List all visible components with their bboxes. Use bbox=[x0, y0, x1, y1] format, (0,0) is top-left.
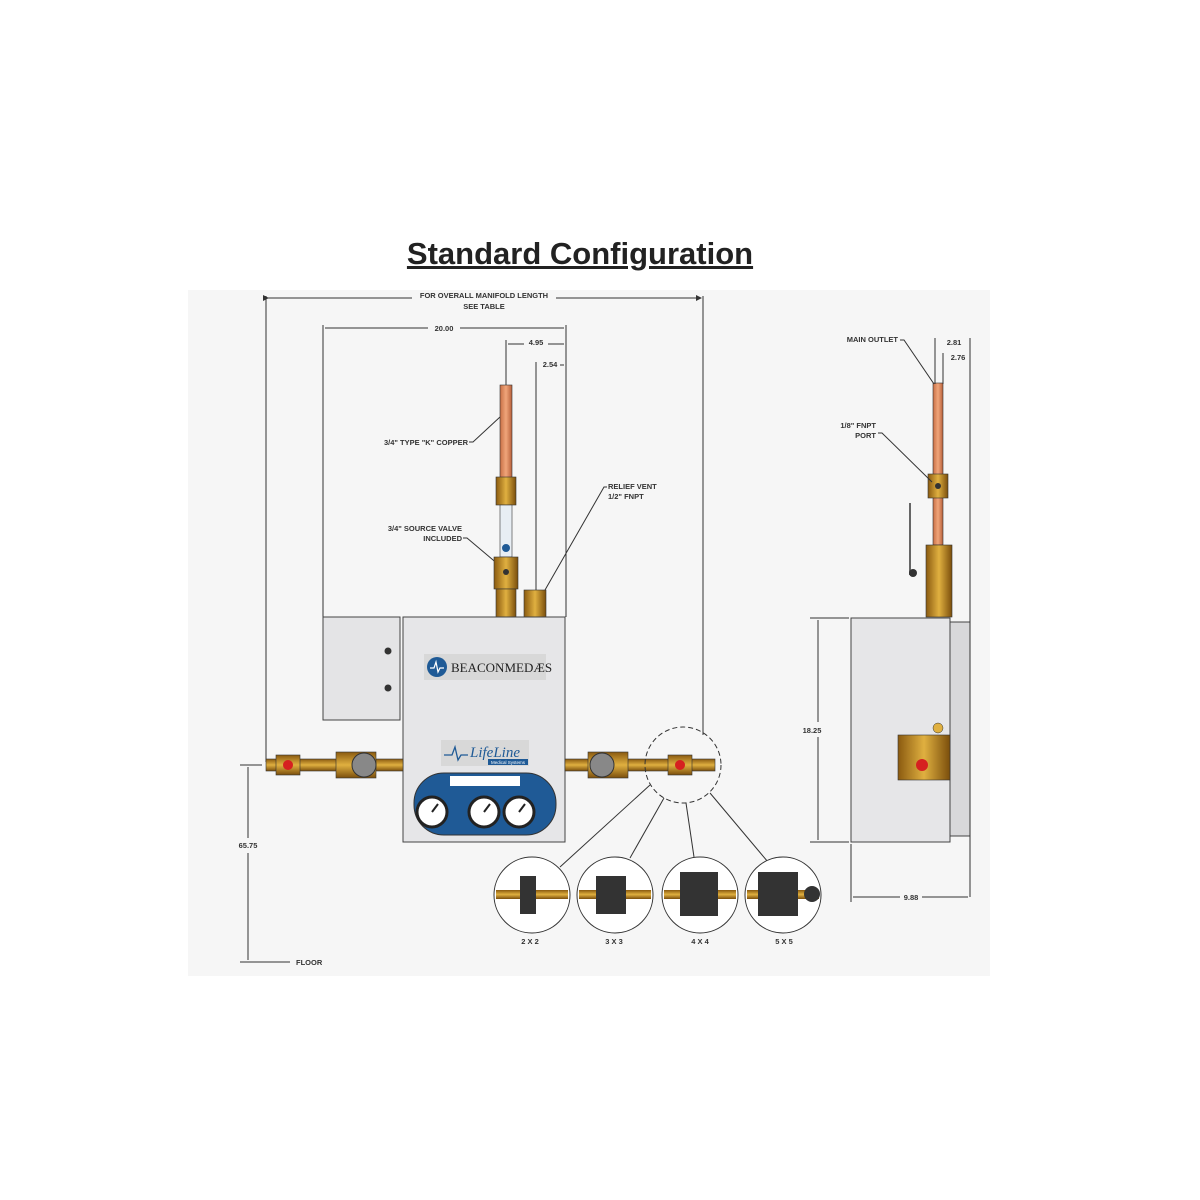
front-callouts: 3/4" TYPE "K" COPPER 3/4" SOURCE VALVE I… bbox=[384, 416, 657, 591]
valve-label: 3/4" SOURCE VALVE bbox=[388, 524, 462, 533]
config-3x3: 3 X 3 bbox=[576, 856, 654, 946]
config-label: 5 X 5 bbox=[775, 937, 793, 946]
side-dim-b: 2.76 bbox=[951, 353, 966, 362]
shutoff-handle-left bbox=[351, 752, 377, 778]
port-label: PORT bbox=[855, 431, 876, 440]
floor-dimension: 65.75 FLOOR bbox=[239, 764, 323, 967]
config-2x2: 2 X 2 bbox=[493, 856, 571, 946]
side-depth-dim: 9.88 bbox=[904, 893, 919, 902]
side-valve bbox=[925, 544, 953, 618]
main-outlet-label: MAIN OUTLET bbox=[847, 335, 899, 344]
brass-coupling bbox=[495, 476, 517, 506]
config-label: 2 X 2 bbox=[521, 937, 539, 946]
copper-pipe bbox=[499, 384, 513, 481]
detail-circle bbox=[644, 726, 722, 804]
config-label: 4 X 4 bbox=[691, 937, 709, 946]
config-4x4: 4 X 4 bbox=[661, 856, 739, 946]
side-dim-a: 2.81 bbox=[947, 338, 962, 347]
height-dim: 65.75 bbox=[239, 841, 258, 850]
side-view: MAIN OUTLET 1/8" FNPT PORT 2.81 2.76 18.… bbox=[803, 335, 971, 902]
overall-length-label: FOR OVERALL MANIFOLD LENGTH bbox=[420, 291, 548, 300]
dim-outlet-offset: 4.95 bbox=[529, 338, 544, 347]
source-riser bbox=[493, 384, 547, 618]
copper-label: 3/4" TYPE "K" COPPER bbox=[384, 438, 469, 447]
front-cabinet: BEACONMEDÆS LifeLine Medical Systems bbox=[322, 616, 566, 843]
shutoff-handle-right bbox=[589, 752, 615, 778]
relief-vent-label: RELIEF VENT bbox=[608, 482, 657, 491]
config-5x5: 5 X 5 bbox=[744, 856, 822, 946]
see-table-label: SEE TABLE bbox=[463, 302, 505, 311]
alarm-box bbox=[322, 616, 401, 721]
configuration-details: 2 X 2 3 X 3 4 X 4 5 X 5 bbox=[493, 784, 822, 946]
side-height-dim: 18.25 bbox=[803, 726, 822, 735]
check-valve-right bbox=[675, 760, 685, 770]
valve-included-label: INCLUDED bbox=[423, 534, 462, 543]
check-valve-left bbox=[283, 760, 293, 770]
relief-fnpt-label: 1/2" FNPT bbox=[608, 492, 644, 501]
front-dimensions: FOR OVERALL MANIFOLD LENGTH SEE TABLE 20… bbox=[263, 291, 704, 762]
page-title: Standard Configuration bbox=[406, 236, 754, 271]
product-sub-label: Medical Systems bbox=[491, 760, 526, 765]
product-label: LifeLine bbox=[469, 745, 520, 761]
header-pipes bbox=[265, 726, 722, 804]
relief-vent bbox=[523, 589, 547, 618]
fnpt-port-label: 1/8" FNPT bbox=[840, 421, 876, 430]
floor-label: FLOOR bbox=[296, 958, 323, 967]
brand-label: BEACONMEDÆS bbox=[451, 660, 552, 675]
config-label: 3 X 3 bbox=[605, 937, 623, 946]
dim-vent-offset: 2.54 bbox=[543, 360, 558, 369]
dim-width: 20.00 bbox=[435, 324, 454, 333]
